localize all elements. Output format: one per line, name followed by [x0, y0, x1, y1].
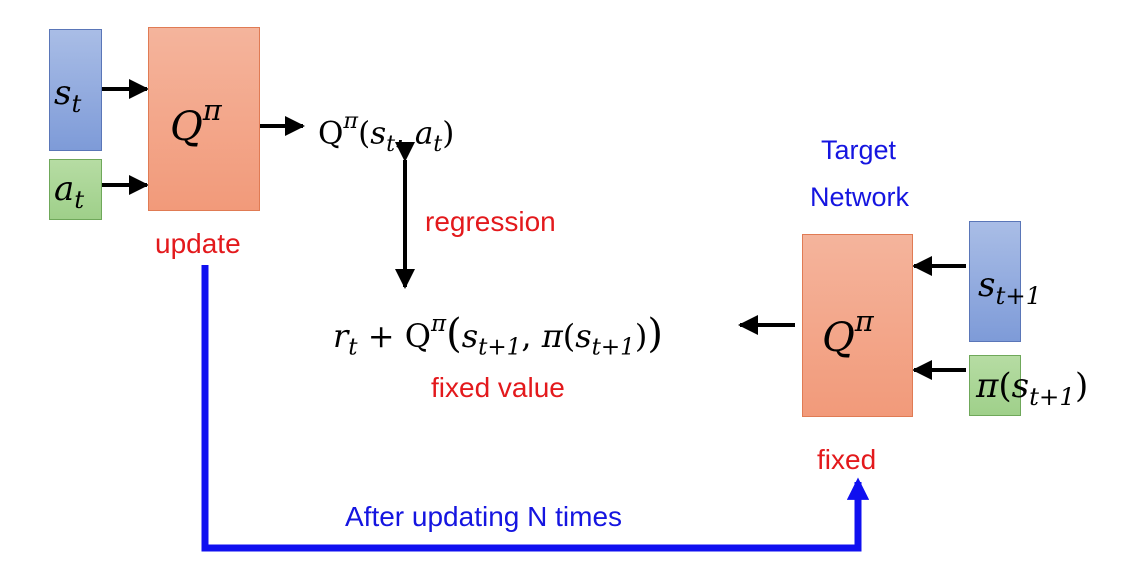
target-state-label: st+1	[978, 268, 1041, 308]
expr-r: r	[333, 317, 349, 356]
output-open: (	[358, 115, 371, 152]
target-q-network-box	[802, 234, 913, 417]
target-state-box	[969, 221, 1021, 342]
expr-s2-sub: t+1	[591, 334, 635, 361]
target-action-close: )	[1074, 366, 1089, 406]
target-caption-fixed: fixed	[817, 444, 877, 475]
target-state-sub: t+1	[995, 280, 1042, 310]
expr-s-sub: t+1	[478, 334, 522, 361]
output-q-sup: π	[343, 108, 359, 134]
online-q-sup: π	[202, 93, 222, 127]
sync-weights-arrow	[201, 265, 870, 552]
online-q-label: Qπ	[170, 93, 222, 151]
target-q-label: Qπ	[822, 304, 874, 362]
output-a-sub: t	[433, 130, 443, 157]
target-action-box	[969, 355, 1021, 416]
output-q: Q	[318, 115, 344, 152]
target-action-sub: t+1	[1029, 381, 1075, 411]
target-action-open: (	[998, 366, 1012, 406]
expr-plus: +	[367, 317, 395, 356]
expr-q-sup: π	[430, 311, 447, 337]
expr-open: (	[446, 311, 462, 358]
online-state-sub: t	[71, 88, 82, 118]
expr-comma: ,	[521, 317, 532, 356]
target-q-var: Q	[822, 315, 855, 362]
expr-s2: s	[575, 317, 592, 356]
online-state-label: st	[54, 76, 81, 116]
expr-q: Q	[404, 317, 431, 356]
online-caption-update: update	[155, 228, 241, 259]
online-q-var: Q	[170, 104, 203, 151]
target-action-var: s	[1011, 366, 1030, 406]
online-action-var: a	[54, 169, 75, 209]
output-close: )	[442, 115, 455, 152]
target-network-title-line1: Target	[821, 135, 897, 165]
online-q-network-box	[148, 27, 260, 211]
expr-r-sub: t	[348, 334, 358, 361]
target-network-title-line2: Network	[810, 182, 910, 212]
online-action-sub: t	[74, 184, 85, 214]
fixed-value-label: fixed value	[431, 372, 565, 403]
target-action-pi: π	[976, 366, 999, 406]
sync-label: After updating N times	[345, 501, 623, 532]
expr-inner-close: )	[634, 317, 648, 356]
output-a: a	[414, 115, 434, 152]
online-state-box	[49, 29, 102, 151]
output-comma: ,	[395, 115, 405, 152]
online-action-label: at	[54, 172, 84, 212]
online-state-var: s	[54, 73, 72, 113]
expr-s: s	[461, 317, 479, 356]
expr-pi: π	[541, 317, 563, 356]
regression-label: regression	[425, 206, 556, 237]
target-q-sup: π	[854, 304, 874, 338]
output-s: s	[370, 115, 387, 152]
online-action-box	[49, 159, 102, 220]
expr-inner-open: (	[562, 317, 576, 356]
output-s-sub: t	[386, 130, 396, 157]
online-output-expression: Qπ(st, at)	[318, 110, 454, 155]
target-state-var: s	[978, 265, 996, 305]
target-action-label: π(st+1)	[976, 369, 1088, 409]
expr-close: )	[647, 311, 663, 358]
target-expression: rt + Qπ(st+1, π(st+1))	[333, 311, 663, 361]
